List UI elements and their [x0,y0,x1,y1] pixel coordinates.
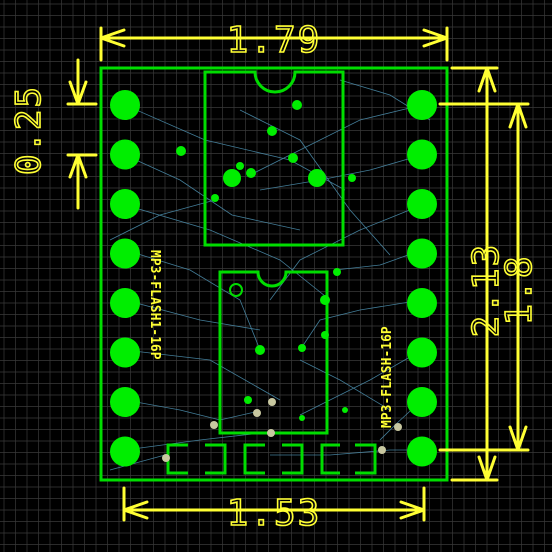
right-header-pad [407,189,437,219]
via [255,345,265,355]
via [253,409,261,417]
trace [299,299,423,351]
trace [124,431,271,451]
bottom-width-label: 1.53 [227,493,322,534]
via [308,169,326,187]
right-header-pad [407,90,437,120]
left-header-pad [110,387,140,417]
right-header-pad [407,139,437,170]
right-header-pad [407,387,437,417]
via [244,396,252,404]
trace [270,449,422,456]
dimension-labels: 1.79 1.53 0.25 2.13 1.8 [8,19,541,535]
left-pitch-dimension [66,58,98,210]
right-outer-label: 2.13 [466,243,507,338]
via [267,429,275,437]
via [288,153,298,163]
trace [249,104,423,176]
via [298,344,306,352]
via [292,100,302,110]
via [342,407,348,413]
pads [110,90,437,467]
trace [124,349,281,401]
left-header-pad [110,189,140,219]
trace [259,154,423,191]
right-outer-dimension [450,66,499,482]
via [210,421,218,429]
trace [124,399,256,421]
left-header-pad [110,139,140,170]
via [211,194,219,202]
lower-ic-outline [218,270,329,435]
component-outline-3 [320,443,377,475]
component-outline-2 [243,443,304,475]
via [333,268,341,276]
right-inner-label: 1.8 [499,254,540,325]
via [299,415,305,421]
via [321,331,329,339]
right-header-label: MP3-FLASH-16P [380,326,395,428]
left-pitch-label: 0.25 [9,85,49,175]
left-header-pad [110,90,140,120]
via [267,126,277,136]
right-header-pad [407,337,437,368]
top-width-label: 1.79 [227,20,322,61]
right-inner-dimension [438,102,530,452]
right-header-pad [407,238,437,269]
via [378,446,386,454]
trace [109,199,216,241]
trace [124,249,261,351]
right-header-pad [407,288,437,318]
trace [124,299,261,331]
right-header-pad [407,436,437,467]
board-outline [99,66,449,482]
via [236,162,244,170]
vias [162,100,402,462]
top-width-dimension [99,26,449,62]
trace [109,454,166,471]
left-header-label: MP3-FLASH1-16P [147,250,162,360]
via [348,174,356,182]
bottom-components [166,443,377,475]
bottom-width-dimension [122,486,426,522]
trace [299,349,423,416]
via [162,454,170,462]
upper-ic-outline [203,70,345,247]
via [246,168,256,178]
via [320,295,330,305]
left-header-pad [110,288,140,318]
via [176,146,186,156]
left-header-pad [110,238,140,269]
via [268,398,276,406]
via [394,423,402,431]
dimensions [66,26,530,522]
left-header-pad [110,337,140,368]
via [223,169,241,187]
left-header-pad [110,436,140,467]
trace [299,359,391,411]
